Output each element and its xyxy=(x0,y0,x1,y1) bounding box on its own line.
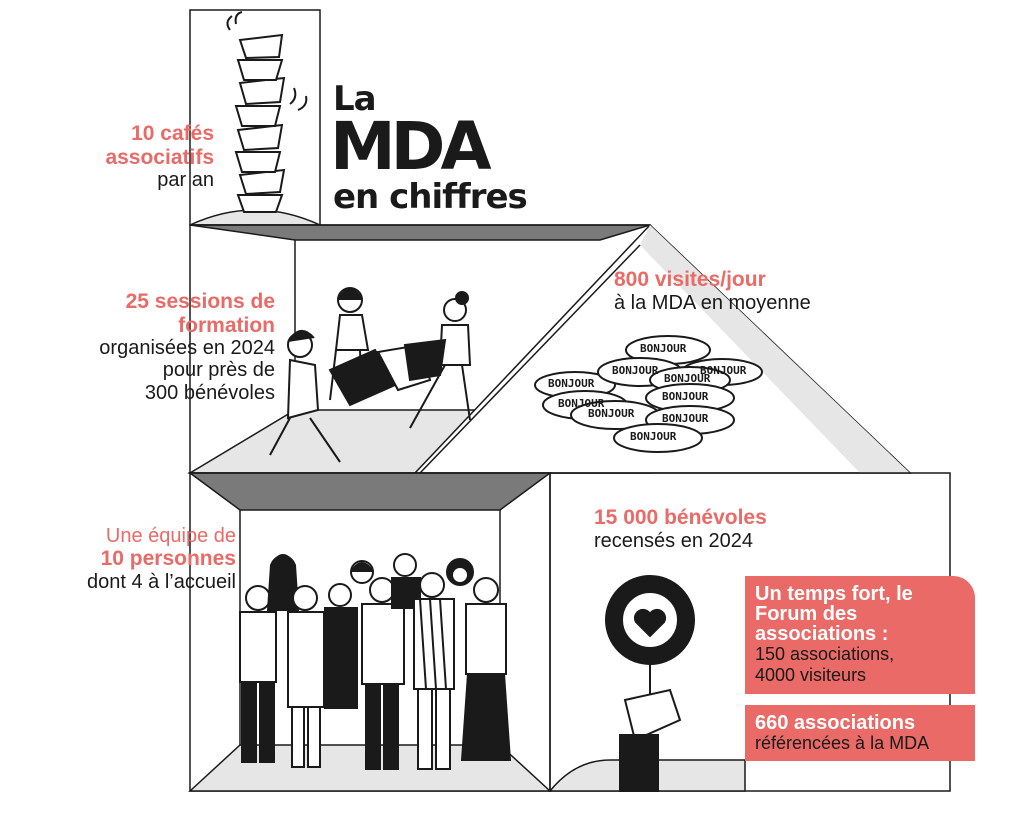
stacked-cups-icon xyxy=(226,11,308,213)
sessions-rest2: pour près de xyxy=(162,359,275,382)
equipe-stat-block: Une équipe de 10 personnes dont 4 à l’ac… xyxy=(30,525,236,593)
cafes-rest: par an xyxy=(157,169,214,192)
bubble-label: BONJOUR xyxy=(640,342,687,355)
bubble-label: BONJOUR xyxy=(612,364,659,377)
associations-stat: 660 associations xyxy=(755,712,916,734)
sessions-rest1: organisées en 2024 xyxy=(99,337,275,360)
visites-stat: 800 visites/jour xyxy=(614,268,766,291)
bubble-label: BONJOUR xyxy=(664,372,711,385)
benevoles-stat: 15 000 bénévoles xyxy=(594,506,767,529)
title-line3: en chiffres xyxy=(333,177,528,217)
equipe-pre: Une équipe de xyxy=(105,525,236,547)
puzzle-people-illustration xyxy=(269,287,472,463)
forum-title: Un temps fort, le Forum des associations… xyxy=(755,583,913,645)
cafes-stat-block: 10 cafés associatifs par an xyxy=(40,122,214,191)
bubble-label: BONJOUR xyxy=(630,430,677,443)
visites-stat-block: 800 visites/jour à la MDA en moyenne xyxy=(614,268,811,314)
cafes-stat: 10 cafés associatifs xyxy=(105,122,214,169)
sessions-stat: 25 sessions de formation xyxy=(125,290,275,337)
associations-highlight-box: 660 associations référencées à la MDA xyxy=(745,705,975,761)
bubble-label: BONJOUR xyxy=(558,397,605,410)
heart-flower-illustration xyxy=(605,575,695,792)
forum-line1: 150 associations, xyxy=(755,644,895,664)
equipe-rest: dont 4 à l’accueil xyxy=(87,570,236,593)
title-line1: La xyxy=(333,79,377,119)
bubble-label: BONJOUR xyxy=(700,364,747,377)
visites-rest: à la MDA en moyenne xyxy=(614,291,811,314)
sessions-stat-block: 25 sessions de formation organisées en 2… xyxy=(30,290,275,404)
benevoles-rest: recensés en 2024 xyxy=(594,529,754,552)
bubble-label: BONJOUR xyxy=(588,407,635,420)
team-illustration xyxy=(239,553,512,770)
forum-line2: 4000 visiteurs xyxy=(755,664,867,685)
equipe-stat: 10 personnes xyxy=(100,547,236,571)
sessions-rest3: 300 bénévoles xyxy=(144,381,275,404)
associations-rest: référencées à la MDA xyxy=(755,733,930,753)
title-mda: MDA xyxy=(330,108,492,185)
bubble-label: BONJOUR xyxy=(662,390,709,403)
benevoles-stat-block: 15 000 bénévoles recensés en 2024 xyxy=(594,506,767,552)
bubble-label: BONJOUR xyxy=(662,412,709,425)
bonjour-bubbles-illustration xyxy=(534,335,763,453)
forum-highlight-box: Un temps fort, le Forum des associations… xyxy=(745,576,975,694)
bubble-label: BONJOUR xyxy=(548,377,595,390)
